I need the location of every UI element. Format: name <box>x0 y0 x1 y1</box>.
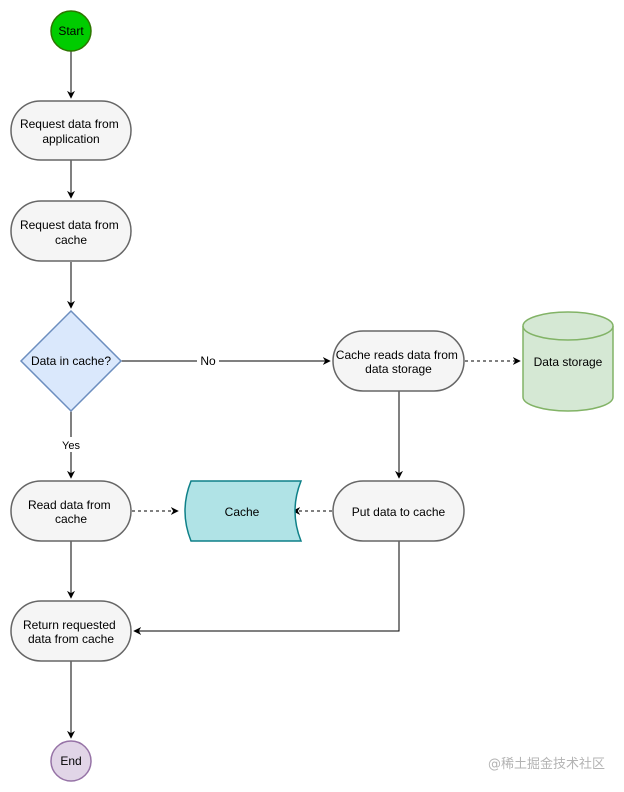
put-cache-label: Put data to cache <box>352 505 446 519</box>
svg-text:Return requested data fr: Return requested data from cache <box>23 618 119 646</box>
start-label: Start <box>58 24 84 38</box>
decision-node[interactable]: Data in cache? <box>19 309 123 413</box>
svg-text:Read data from cache: Read data from cache <box>28 498 114 526</box>
put-cache-node[interactable]: Put data to cache <box>332 480 465 542</box>
read-cache-line1: Read data from <box>28 498 111 512</box>
request-cache-node[interactable]: Request data from cache <box>10 200 132 262</box>
svg-text:Cache reads data from da: Cache reads data from data storage <box>336 348 461 376</box>
read-cache-node[interactable]: Read data from cache <box>10 480 132 542</box>
request-app-line2: application <box>42 132 99 146</box>
request-cache-line1: Request data from <box>20 218 119 232</box>
decision-label: Data in cache? <box>31 354 111 368</box>
data-storage-label: Data storage <box>534 355 603 369</box>
watermark: @稀土掘金技术社区 <box>488 756 605 772</box>
data-storage-node[interactable]: Data storage <box>522 311 614 412</box>
edges <box>67 51 521 739</box>
return-data-line1: Return requested <box>23 618 116 632</box>
return-data-line2: data from cache <box>28 632 114 646</box>
end-node[interactable]: End <box>50 740 92 782</box>
request-app-node[interactable]: Request data from application <box>10 100 132 161</box>
end-label: End <box>60 754 81 768</box>
request-cache-line2: cache <box>55 233 87 247</box>
return-data-node[interactable]: Return requested data from cache <box>10 600 132 662</box>
start-node[interactable]: Start <box>50 10 92 52</box>
edge-labels: No Yes <box>58 352 219 452</box>
cache-reads-node[interactable]: Cache reads data from data storage <box>332 330 465 392</box>
svg-text:Request data from applic: Request data from application <box>20 117 122 146</box>
cache-reads-line1: Cache reads data from <box>336 348 458 362</box>
no-label: No <box>200 354 216 368</box>
cache-reads-line2: data storage <box>365 362 432 376</box>
cache-store-label: Cache <box>225 505 260 519</box>
cache-store-node[interactable]: Cache <box>184 480 303 542</box>
yes-label: Yes <box>62 440 80 452</box>
read-cache-line2: cache <box>55 512 87 526</box>
request-app-line1: Request data from <box>20 117 119 131</box>
svg-text:Request data from cache: Request data from cache <box>20 218 122 247</box>
edge-put-cache-to-return <box>133 541 400 635</box>
